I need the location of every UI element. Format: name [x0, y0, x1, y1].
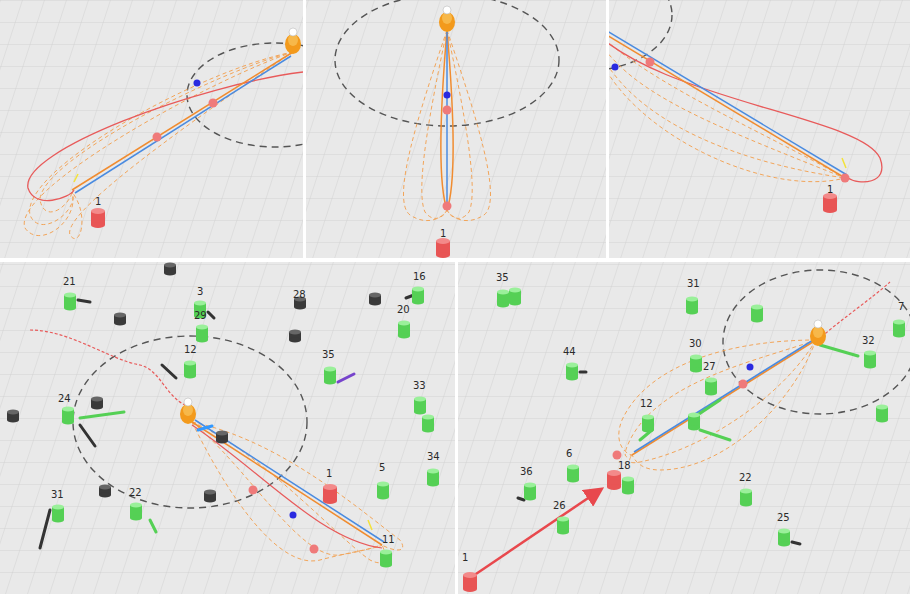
callout-number: 34 [427, 451, 440, 462]
callout-number: 33 [413, 380, 426, 391]
callout-number: 29 [194, 310, 207, 321]
callout-number: 25 [777, 512, 790, 523]
callout-number: 16 [413, 271, 426, 282]
callout-number: 35 [496, 272, 509, 283]
callout-number: 12 [184, 344, 197, 355]
callout-number: 18 [618, 460, 631, 471]
callout-number: 31 [51, 489, 64, 500]
callout-number: 5 [379, 462, 385, 473]
callout-number: 22 [129, 487, 142, 498]
callout-number: 30 [689, 338, 702, 349]
callout-number: 11 [382, 534, 395, 545]
callout-number: 35 [322, 349, 335, 360]
callout-number: 27 [703, 361, 716, 372]
callout-number: 1 [95, 196, 101, 207]
callout-number: 22 [739, 472, 752, 483]
callout-number: 3 [197, 286, 203, 297]
callout-number: 36 [520, 466, 533, 477]
callout-number: 1 [326, 468, 332, 479]
callout-number: 21 [63, 276, 76, 287]
callout-number: 7 [898, 301, 904, 312]
callout-number: 20 [397, 304, 410, 315]
callout-number: 1 [440, 228, 446, 239]
callout-number: 1 [462, 552, 468, 563]
callout-number: 44 [563, 346, 576, 357]
callout-number: 32 [862, 335, 875, 346]
callout-number: 1 [827, 184, 833, 195]
callout-number: 24 [58, 393, 71, 404]
callout-number: 31 [687, 278, 700, 289]
callout-number: 26 [553, 500, 566, 511]
callout-number: 12 [640, 398, 653, 409]
callout-number: 28 [293, 289, 306, 300]
callout-number: 6 [566, 448, 572, 459]
